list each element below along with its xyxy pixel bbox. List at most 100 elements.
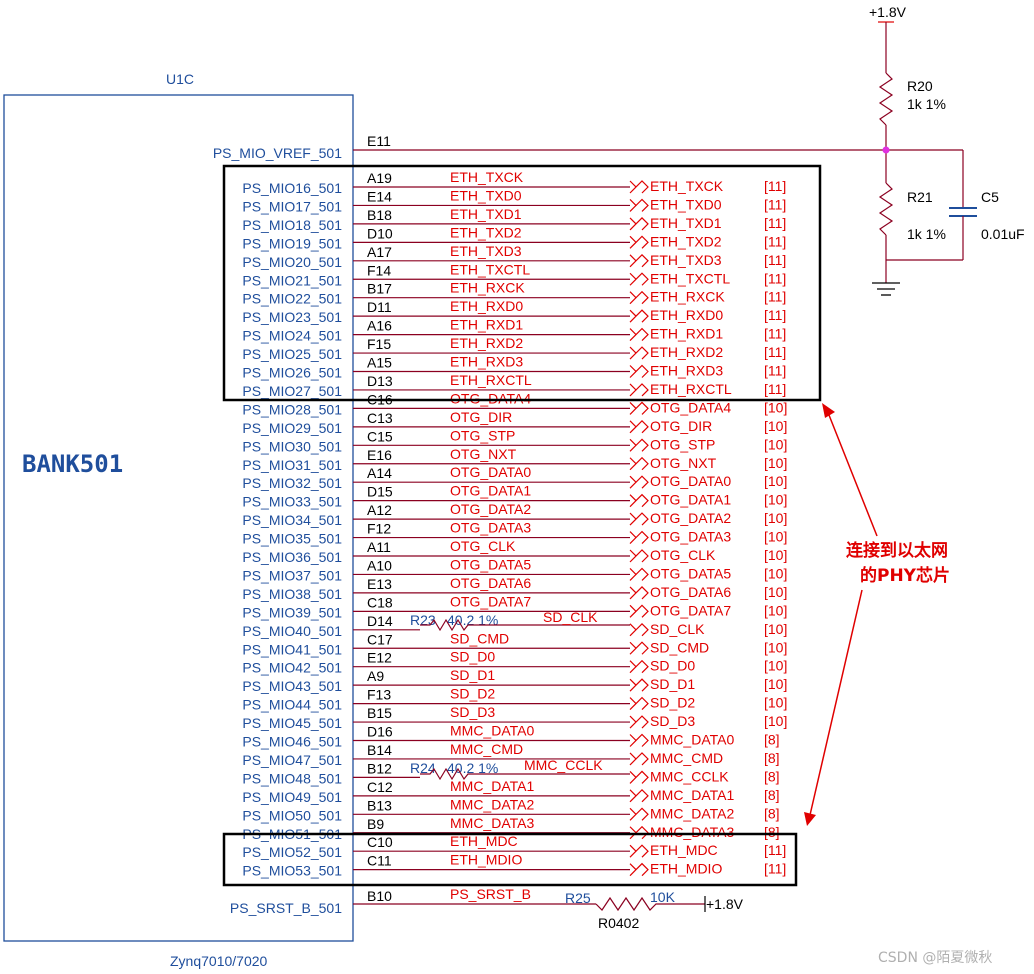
- net-label: OTG_DATA5: [450, 556, 531, 572]
- ball-number: D16: [367, 724, 393, 740]
- port-label: ETH_RXD3: [650, 363, 723, 379]
- ball-number: D11: [367, 299, 392, 315]
- port-arrow-icon: [629, 327, 649, 342]
- net-label: ETH_RXD3: [450, 354, 523, 370]
- net-label: MMC_DATA2: [450, 796, 534, 812]
- ball-number: A14: [367, 465, 392, 481]
- pin-name: PS_MIO35_501: [242, 531, 342, 547]
- pin-name: PS_MIO16_501: [242, 180, 342, 196]
- ball-number: A11: [367, 539, 391, 555]
- ball-number: B15: [367, 705, 392, 721]
- net-label: MMC_DATA1: [450, 778, 534, 794]
- port-arrow-icon: [629, 253, 649, 268]
- port-arrow-icon: [629, 217, 649, 231]
- port-arrow-icon: [629, 549, 649, 563]
- pin-name: PS_MIO21_501: [242, 272, 342, 288]
- pin-name: PS_MIO39_501: [242, 604, 342, 620]
- r23-ref: R23: [410, 612, 436, 628]
- ball-number: B9: [367, 816, 384, 832]
- port-arrow-icon: [629, 198, 649, 212]
- ball-number: B18: [367, 207, 392, 223]
- net-label: ETH_TXD0: [450, 187, 522, 203]
- ball-number: C13: [367, 410, 393, 426]
- port-arrow-icon: [629, 678, 649, 692]
- r25-ref: R25: [565, 890, 591, 906]
- pin-name: PS_MIO52_501: [242, 844, 342, 860]
- sheet-ref: [11]: [764, 363, 786, 379]
- port-label: OTG_DATA2: [650, 510, 731, 526]
- sheet-ref: [10]: [764, 436, 787, 452]
- sheet-ref: [10]: [764, 658, 787, 674]
- net-label: OTG_DATA0: [450, 464, 531, 480]
- port-label: OTG_DATA3: [650, 529, 731, 545]
- port-arrow-icon: [629, 604, 649, 618]
- ball-number: B12: [367, 760, 392, 776]
- pin-name: PS_MIO43_501: [242, 678, 342, 694]
- port-arrow-icon: [629, 346, 649, 360]
- port-label: ETH_RXD1: [650, 326, 723, 342]
- pin-name: PS_MIO32_501: [242, 475, 342, 491]
- sheet-ref: [10]: [764, 584, 787, 600]
- vref-rail-label: +1.8V: [869, 4, 907, 20]
- ball-number: B13: [367, 797, 392, 813]
- net-label: OTG_DATA7: [450, 593, 531, 609]
- net-label: OTG_DATA4: [450, 390, 531, 406]
- ball-number: C10: [367, 834, 393, 850]
- port-arrow-icon: [629, 862, 649, 877]
- ball-number: B17: [367, 281, 392, 297]
- pin-name: PS_MIO40_501: [242, 623, 342, 639]
- ball-number: F15: [367, 336, 391, 352]
- sheet-ref: [8]: [764, 824, 780, 840]
- net-label: ETH_MDC: [450, 833, 518, 849]
- pin-name: PS_MIO27_501: [242, 383, 342, 399]
- ball-number: A15: [367, 355, 392, 371]
- ball-number: E12: [367, 650, 392, 666]
- port-arrow-icon: [629, 844, 649, 858]
- bank-label: BANK501: [22, 450, 123, 478]
- ball-number: A19: [367, 170, 392, 186]
- ball-number: A17: [367, 244, 392, 260]
- port-arrow-icon: [629, 420, 649, 434]
- ball-number: F14: [367, 262, 391, 278]
- vref-junction: [882, 146, 890, 154]
- pin-name: PS_MIO44_501: [242, 697, 342, 713]
- port-label: OTG_DATA0: [650, 473, 731, 489]
- pin-name: PS_MIO46_501: [242, 734, 342, 750]
- net-label: OTG_CLK: [450, 538, 516, 554]
- ball-number: E14: [367, 188, 392, 204]
- ball-number: F12: [367, 521, 391, 537]
- port-label: ETH_MDC: [650, 842, 718, 858]
- pin-name: PS_MIO34_501: [242, 512, 342, 528]
- srst-pin-name: PS_SRST_B_501: [230, 900, 342, 916]
- port-label: SD_D3: [650, 713, 695, 729]
- sheet-ref: [11]: [764, 270, 786, 286]
- r20-resistor: [878, 72, 894, 126]
- sheet-ref: [11]: [764, 307, 786, 323]
- r24-net-label: MMC_CCLK: [524, 757, 603, 773]
- sheet-ref: [10]: [764, 713, 787, 729]
- net-label: ETH_RXCK: [450, 280, 525, 296]
- net-label: ETH_TXD2: [450, 224, 522, 240]
- sheet-ref: [10]: [764, 602, 787, 618]
- ball-number: A10: [367, 557, 392, 573]
- port-arrow-icon: [629, 180, 649, 194]
- port-label: ETH_TXCTL: [650, 270, 730, 286]
- r20-value: 1k 1%: [907, 96, 946, 112]
- pin-name: PS_MIO45_501: [242, 715, 342, 731]
- r21-value: 1k 1%: [907, 226, 946, 242]
- net-label: ETH_MDIO: [450, 852, 522, 868]
- ball-number: D15: [367, 484, 393, 500]
- net-label: SD_D1: [450, 667, 495, 683]
- sheet-ref: [10]: [764, 492, 787, 508]
- port-label: MMC_CMD: [650, 750, 723, 766]
- sheet-ref: [11]: [764, 215, 786, 231]
- ball-number: E13: [367, 576, 392, 592]
- pin-name: PS_MIO47_501: [242, 752, 342, 768]
- r25-package: R0402: [598, 915, 639, 931]
- net-label: ETH_TXCK: [450, 169, 524, 185]
- ball-number: A12: [367, 502, 392, 518]
- port-arrow-icon: [629, 567, 649, 581]
- net-label: ETH_RXD0: [450, 298, 523, 314]
- sheet-ref: [8]: [764, 732, 780, 748]
